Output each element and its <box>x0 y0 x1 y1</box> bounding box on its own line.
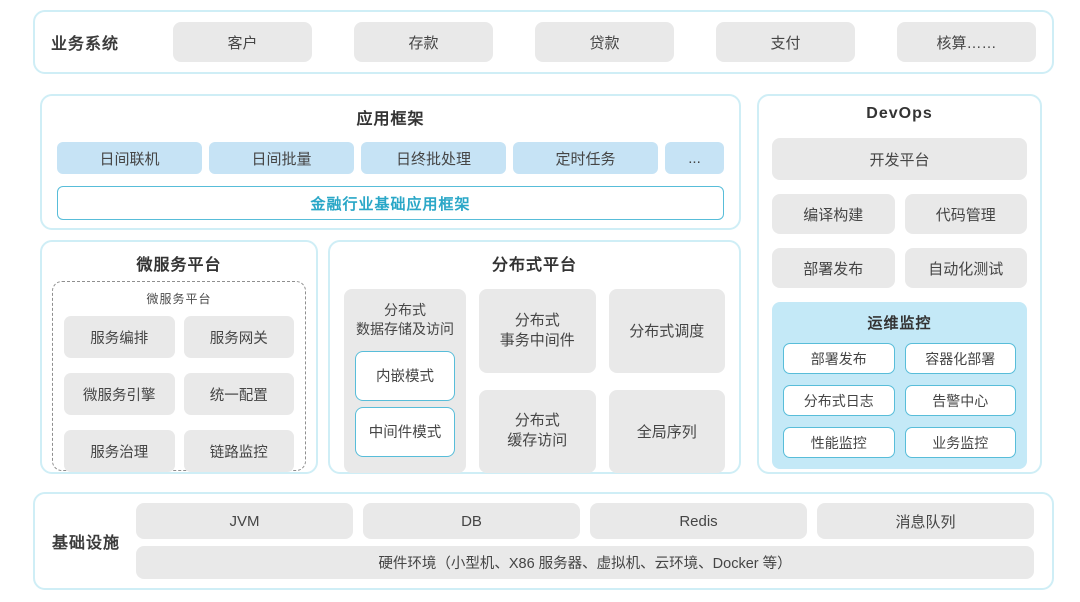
node-customer: 客户 <box>173 22 312 62</box>
node-loan: 贷款 <box>535 22 674 62</box>
distributed-storage-label: 分布式 数据存储及访问 <box>356 302 454 337</box>
node-finance-base-framework: 金融行业基础应用框架 <box>57 186 724 220</box>
business-systems-items: 客户 存款 贷款 支付 核算…… <box>173 22 1036 62</box>
distributed-platform-section: 分布式平台 分布式 数据存储及访问 内嵌模式 中间件模式 分布式 事务中间件 分… <box>328 240 741 474</box>
node-alert-center: 告警中心 <box>904 385 1016 416</box>
node-microservice-engine: 微服务引擎 <box>64 373 175 415</box>
infrastructure-content: JVM DB Redis 消息队列 硬件环境（小型机、X86 服务器、虚拟机、云… <box>136 503 1034 579</box>
ops-monitoring-grid: 部署发布 容器化部署 分布式日志 告警中心 性能监控 业务监控 <box>783 343 1016 458</box>
node-deposit: 存款 <box>354 22 493 62</box>
node-service-gateway: 服务网关 <box>183 316 294 358</box>
node-more-ellipsis: ... <box>665 142 724 174</box>
node-automated-testing: 自动化测试 <box>904 248 1027 288</box>
app-framework-title: 应用框架 <box>356 111 425 128</box>
infrastructure-label: 基础设施 <box>52 535 121 552</box>
microservice-inner-title: 微服务平台 <box>146 292 212 306</box>
node-service-orchestration: 服务编排 <box>64 316 175 358</box>
node-hardware-environment: 硬件环境（小型机、X86 服务器、虚拟机、云环境、Docker 等） <box>136 546 1034 579</box>
infrastructure-section: 基础设施 JVM DB Redis 消息队列 硬件环境（小型机、X86 服务器、… <box>33 492 1054 590</box>
node-business-monitoring: 业务监控 <box>904 427 1016 458</box>
node-payment: 支付 <box>716 22 855 62</box>
node-message-queue: 消息队列 <box>817 503 1034 539</box>
devops-title: DevOps <box>866 105 933 122</box>
microservice-inner-group: 微服务平台 服务编排 服务网关 微服务引擎 统一配置 服务治理 链路监控 <box>52 281 306 472</box>
distributed-platform-title: 分布式平台 <box>491 257 577 274</box>
node-deploy-release: 部署发布 <box>772 248 895 288</box>
node-distributed-logs: 分布式日志 <box>783 385 895 416</box>
devops-section: DevOps 开发平台 编译构建 代码管理 部署发布 自动化测试 运维监控 部署… <box>757 94 1042 474</box>
node-jvm: JVM <box>136 503 353 539</box>
node-global-sequence: 全局序列 <box>608 389 725 473</box>
node-distributed-transaction: 分布式 事务中间件 <box>479 289 596 373</box>
node-distributed-cache: 分布式 缓存访问 <box>479 389 596 473</box>
node-code-management: 代码管理 <box>904 194 1027 234</box>
business-systems-label: 业务系统 <box>51 36 120 53</box>
ops-monitoring-group: 运维监控 部署发布 容器化部署 分布式日志 告警中心 性能监控 业务监控 <box>772 302 1027 469</box>
ops-monitoring-title: 运维监控 <box>867 315 932 332</box>
node-performance-monitoring: 性能监控 <box>783 427 895 458</box>
infrastructure-items: JVM DB Redis 消息队列 <box>136 503 1034 539</box>
app-framework-section: 应用框架 日间联机 日间批量 日终批处理 定时任务 ... 金融行业基础应用框架 <box>40 94 741 230</box>
node-dev-platform: 开发平台 <box>772 138 1027 180</box>
node-db: DB <box>363 503 580 539</box>
microservice-platform-section: 微服务平台 微服务平台 服务编排 服务网关 微服务引擎 统一配置 服务治理 链路… <box>40 240 318 474</box>
microservice-platform-title: 微服务平台 <box>136 257 222 274</box>
distributed-content: 分布式 数据存储及访问 内嵌模式 中间件模式 分布式 事务中间件 分布式调度 分… <box>330 289 739 473</box>
node-accounting: 核算…… <box>897 22 1036 62</box>
microservice-grid: 服务编排 服务网关 微服务引擎 统一配置 服务治理 链路监控 <box>64 316 294 472</box>
node-trace-monitoring: 链路监控 <box>183 430 294 472</box>
app-framework-modules: 日间联机 日间批量 日终批处理 定时任务 ... <box>42 142 739 174</box>
business-systems-section: 业务系统 客户 存款 贷款 支付 核算…… <box>33 10 1054 74</box>
node-container-deploy: 容器化部署 <box>904 343 1016 374</box>
node-daytime-online: 日间联机 <box>57 142 202 174</box>
node-embedded-mode: 内嵌模式 <box>355 350 455 401</box>
node-compile-build: 编译构建 <box>772 194 895 234</box>
distributed-grid: 分布式 事务中间件 分布式调度 分布式 缓存访问 全局序列 <box>479 289 725 473</box>
devops-tools-grid: 编译构建 代码管理 部署发布 自动化测试 <box>772 194 1027 288</box>
node-redis: Redis <box>590 503 807 539</box>
node-mon-deploy-release: 部署发布 <box>783 343 895 374</box>
node-unified-config: 统一配置 <box>183 373 294 415</box>
node-service-governance: 服务治理 <box>64 430 175 472</box>
node-distributed-scheduling: 分布式调度 <box>608 289 725 373</box>
node-eod-batch: 日终批处理 <box>361 142 506 174</box>
node-daytime-batch: 日间批量 <box>209 142 354 174</box>
node-middleware-mode: 中间件模式 <box>355 406 455 457</box>
node-scheduled-task: 定时任务 <box>513 142 658 174</box>
node-distributed-storage: 分布式 数据存储及访问 内嵌模式 中间件模式 <box>344 289 466 473</box>
